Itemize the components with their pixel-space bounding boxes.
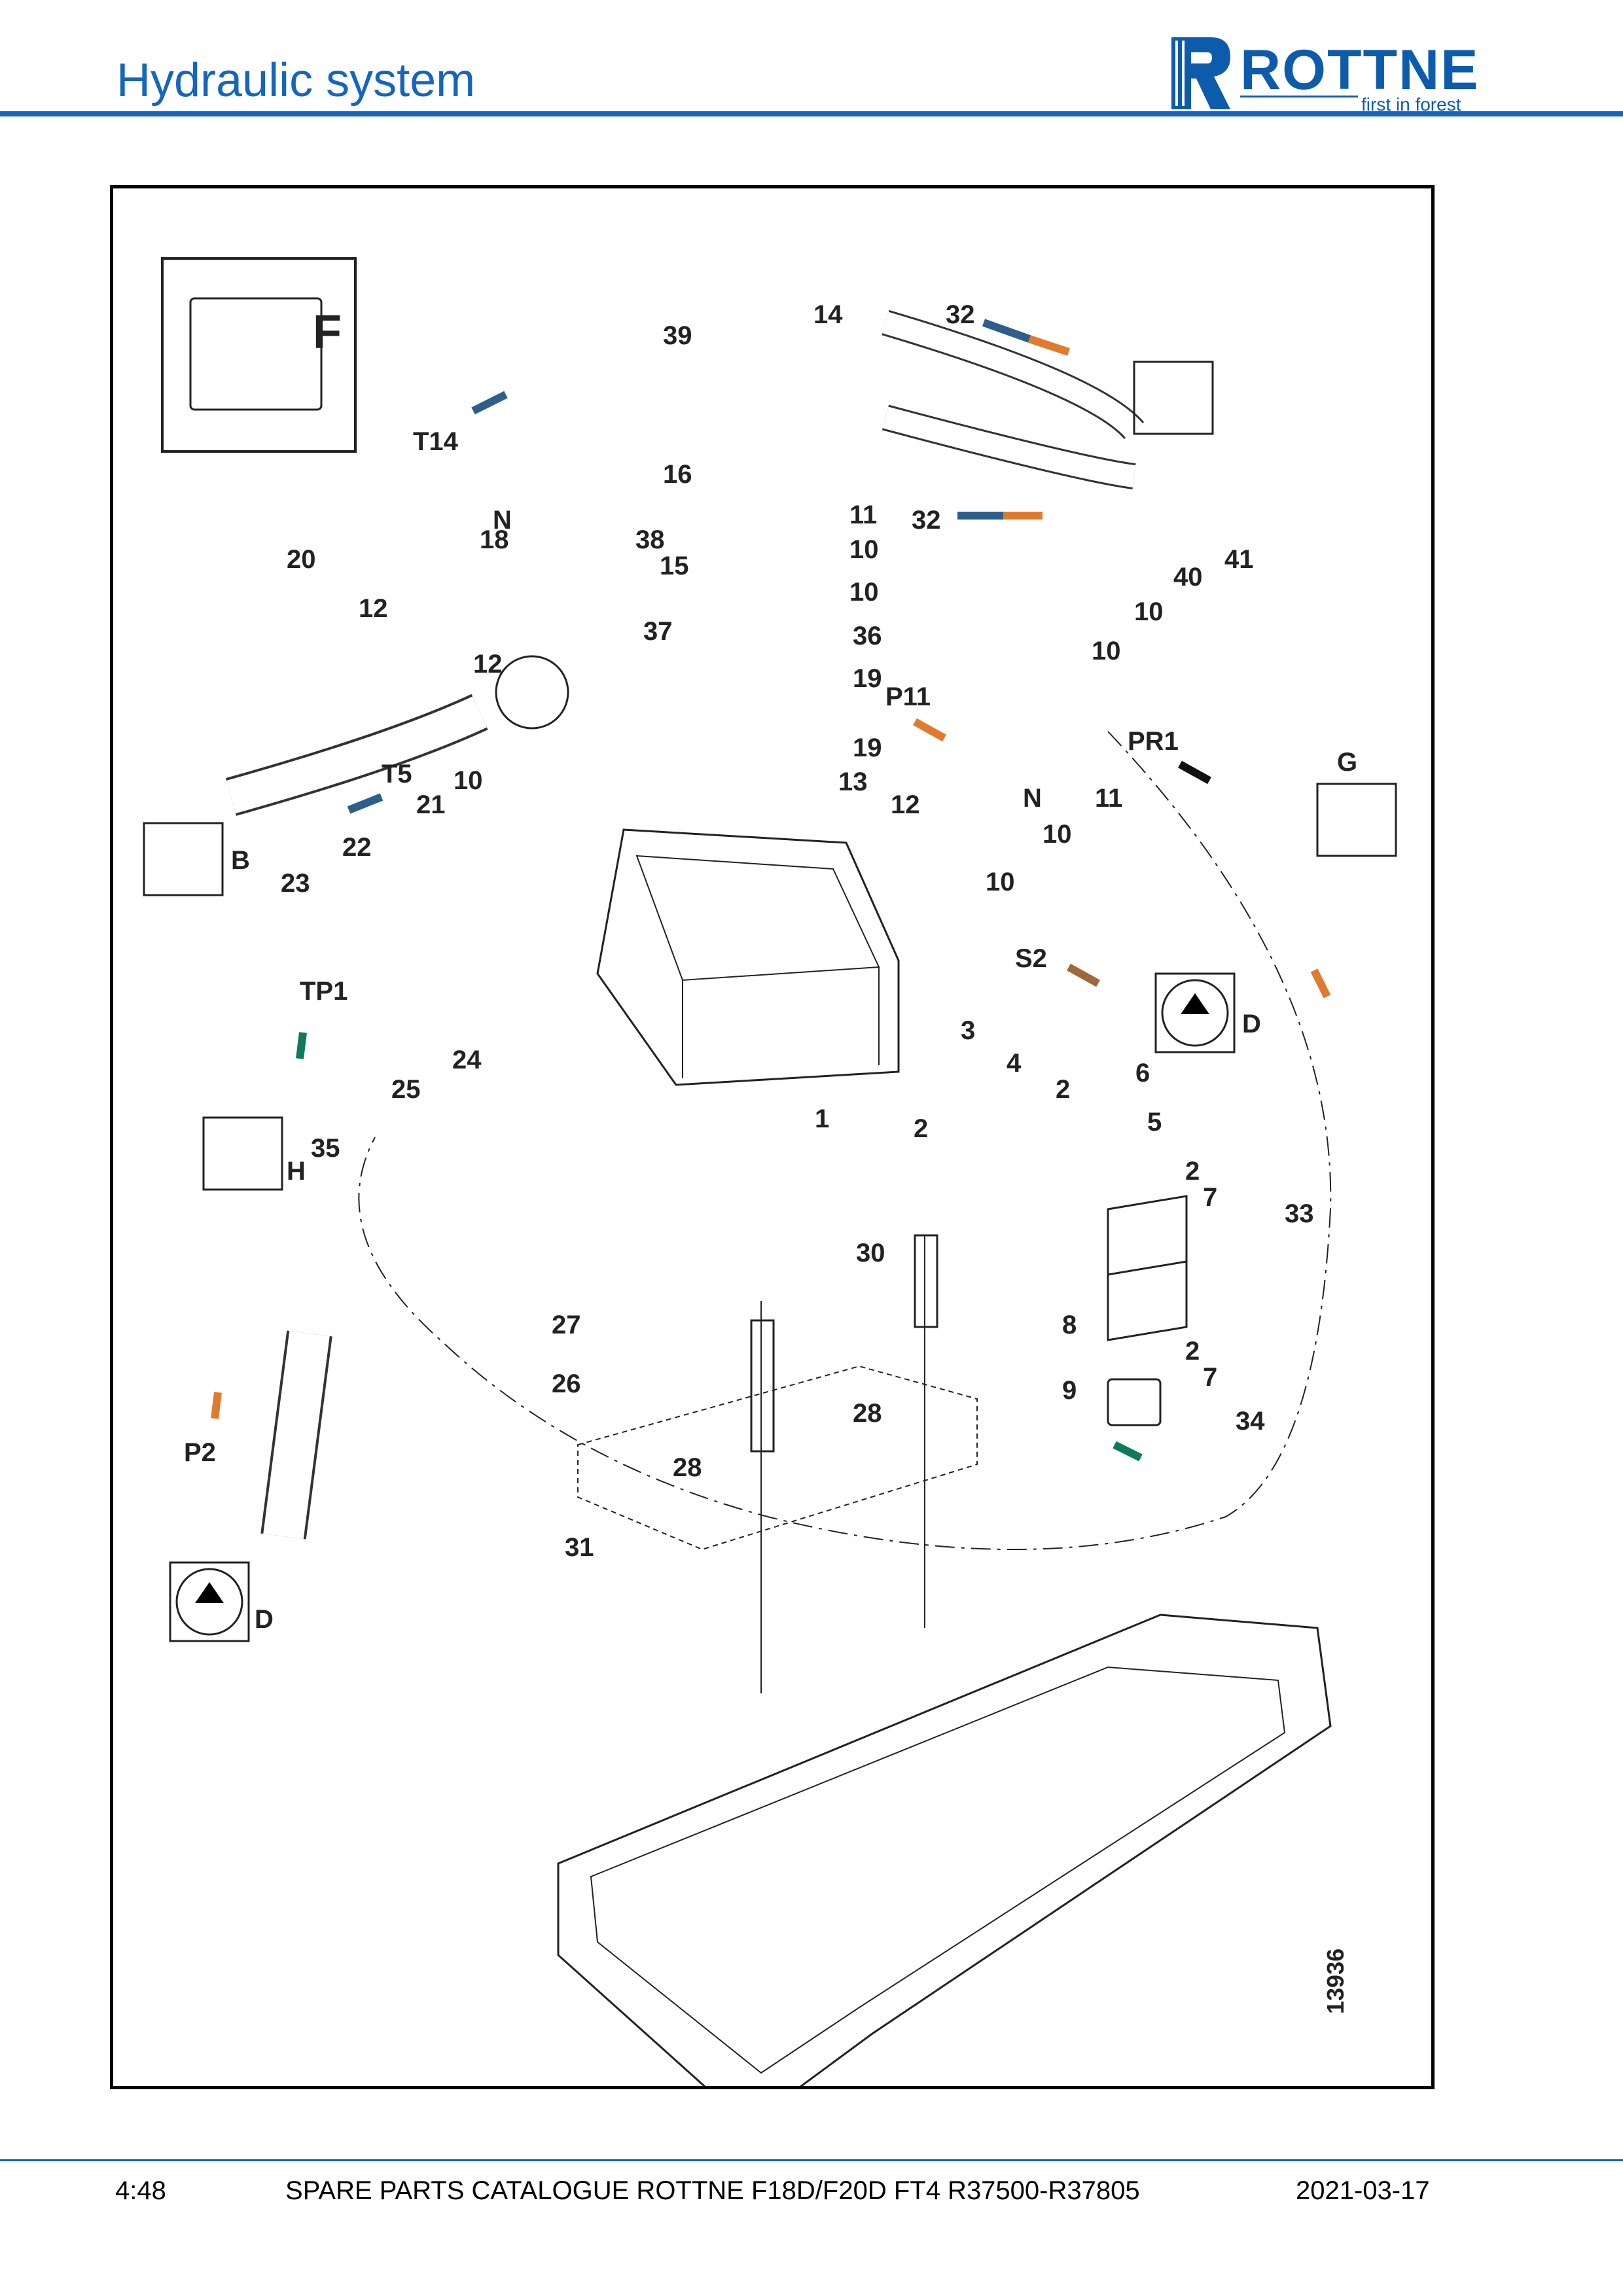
svg-text:40: 40 bbox=[1173, 563, 1203, 592]
svg-text:33: 33 bbox=[1285, 1199, 1314, 1228]
svg-text:P2: P2 bbox=[184, 1438, 216, 1467]
svg-text:41: 41 bbox=[1224, 545, 1254, 574]
svg-text:34: 34 bbox=[1236, 1407, 1265, 1436]
svg-text:28: 28 bbox=[673, 1453, 702, 1482]
svg-text:12: 12 bbox=[359, 594, 388, 623]
connector-g-box bbox=[1316, 783, 1397, 857]
page-number: 4:48 bbox=[115, 2176, 166, 2205]
svg-text:5: 5 bbox=[1147, 1108, 1162, 1137]
svg-text:12: 12 bbox=[473, 650, 503, 679]
svg-text:37: 37 bbox=[643, 617, 673, 646]
svg-text:35: 35 bbox=[311, 1134, 340, 1163]
svg-text:N: N bbox=[493, 506, 512, 535]
svg-text:2: 2 bbox=[914, 1114, 928, 1143]
svg-text:T14: T14 bbox=[413, 427, 459, 456]
diagram-frame: 14 32 39 T14 16 N 11 32 18 38 15 10 20 4… bbox=[110, 185, 1435, 2127]
svg-text:B: B bbox=[231, 846, 250, 875]
catalogue-date: 2021-03-17 bbox=[1296, 2176, 1430, 2205]
rottne-logo: ROTTNE first in forest bbox=[1165, 34, 1531, 115]
svg-text:3: 3 bbox=[961, 1016, 975, 1045]
svg-text:10: 10 bbox=[1043, 820, 1072, 849]
svg-text:P11: P11 bbox=[885, 682, 931, 711]
svg-text:39: 39 bbox=[663, 321, 692, 350]
svg-text:8: 8 bbox=[1062, 1311, 1077, 1339]
svg-text:10: 10 bbox=[454, 766, 483, 795]
svg-text:30: 30 bbox=[856, 1239, 885, 1267]
svg-text:18: 18 bbox=[480, 525, 509, 554]
svg-text:4: 4 bbox=[1007, 1049, 1022, 1078]
svg-text:21: 21 bbox=[416, 790, 446, 819]
logo-tagline: first in forest bbox=[1361, 94, 1461, 115]
connector-f-icon bbox=[189, 297, 323, 411]
svg-text:13: 13 bbox=[838, 768, 868, 796]
connector-h-box bbox=[202, 1116, 283, 1191]
svg-text:31: 31 bbox=[565, 1533, 594, 1562]
svg-text:15: 15 bbox=[660, 552, 689, 580]
svg-text:14: 14 bbox=[813, 300, 843, 329]
header-divider bbox=[0, 111, 1623, 116]
svg-text:10: 10 bbox=[849, 578, 879, 607]
svg-text:S2: S2 bbox=[1015, 944, 1047, 973]
svg-text:38: 38 bbox=[635, 525, 665, 554]
svg-text:28: 28 bbox=[853, 1399, 882, 1428]
svg-text:19: 19 bbox=[853, 664, 882, 693]
svg-text:7: 7 bbox=[1203, 1363, 1217, 1392]
svg-text:22: 22 bbox=[342, 833, 372, 862]
logo-underline bbox=[1240, 96, 1358, 97]
joystick-symbol-box bbox=[1133, 361, 1214, 435]
footer-divider bbox=[0, 2159, 1623, 2161]
svg-text:24: 24 bbox=[452, 1046, 482, 1074]
svg-text:26: 26 bbox=[552, 1369, 581, 1398]
svg-text:2: 2 bbox=[1185, 1337, 1200, 1366]
svg-text:9: 9 bbox=[1062, 1376, 1077, 1405]
connector-b-box bbox=[143, 822, 224, 896]
svg-text:G: G bbox=[1337, 748, 1357, 777]
svg-text:10: 10 bbox=[849, 535, 879, 564]
svg-text:1: 1 bbox=[815, 1104, 829, 1133]
svg-text:13936: 13936 bbox=[1322, 1949, 1349, 2014]
svg-text:F: F bbox=[313, 306, 342, 359]
pump-d2-box bbox=[169, 1561, 250, 1642]
pump-d-box bbox=[1154, 972, 1236, 1053]
logo-wordmark: ROTTNE bbox=[1240, 39, 1480, 101]
catalogue-title: SPARE PARTS CATALOGUE ROTTNE F18D/F20D F… bbox=[285, 2176, 1140, 2205]
svg-text:PR1: PR1 bbox=[1128, 727, 1179, 756]
svg-text:10: 10 bbox=[1092, 637, 1121, 665]
svg-text:12: 12 bbox=[891, 790, 920, 819]
page-title: Hydraulic system bbox=[116, 54, 476, 107]
connector-f-box bbox=[161, 257, 357, 453]
svg-text:36: 36 bbox=[853, 622, 882, 650]
logo-mark-icon bbox=[1171, 37, 1230, 109]
svg-text:16: 16 bbox=[663, 460, 692, 489]
svg-text:6: 6 bbox=[1135, 1059, 1150, 1087]
svg-text:23: 23 bbox=[281, 869, 310, 898]
svg-text:H: H bbox=[287, 1157, 306, 1186]
svg-text:11: 11 bbox=[1095, 784, 1122, 813]
svg-text:N: N bbox=[1023, 784, 1042, 813]
svg-text:32: 32 bbox=[912, 506, 941, 535]
svg-text:D: D bbox=[1242, 1010, 1261, 1038]
svg-text:32: 32 bbox=[946, 300, 975, 329]
svg-text:10: 10 bbox=[1134, 597, 1164, 626]
svg-text:27: 27 bbox=[552, 1311, 581, 1339]
svg-text:T5: T5 bbox=[382, 760, 412, 788]
svg-text:TP1: TP1 bbox=[300, 977, 348, 1006]
hydraulic-exploded-diagram: 14 32 39 T14 16 N 11 32 18 38 15 10 20 4… bbox=[143, 257, 1397, 2127]
svg-text:2: 2 bbox=[1056, 1075, 1070, 1104]
svg-text:11: 11 bbox=[849, 501, 877, 529]
svg-text:20: 20 bbox=[287, 545, 316, 574]
svg-text:D: D bbox=[255, 1605, 274, 1634]
svg-text:19: 19 bbox=[853, 733, 882, 762]
svg-text:2: 2 bbox=[1185, 1157, 1200, 1186]
svg-text:10: 10 bbox=[986, 868, 1015, 896]
svg-text:7: 7 bbox=[1203, 1183, 1217, 1212]
svg-text:25: 25 bbox=[391, 1075, 421, 1104]
